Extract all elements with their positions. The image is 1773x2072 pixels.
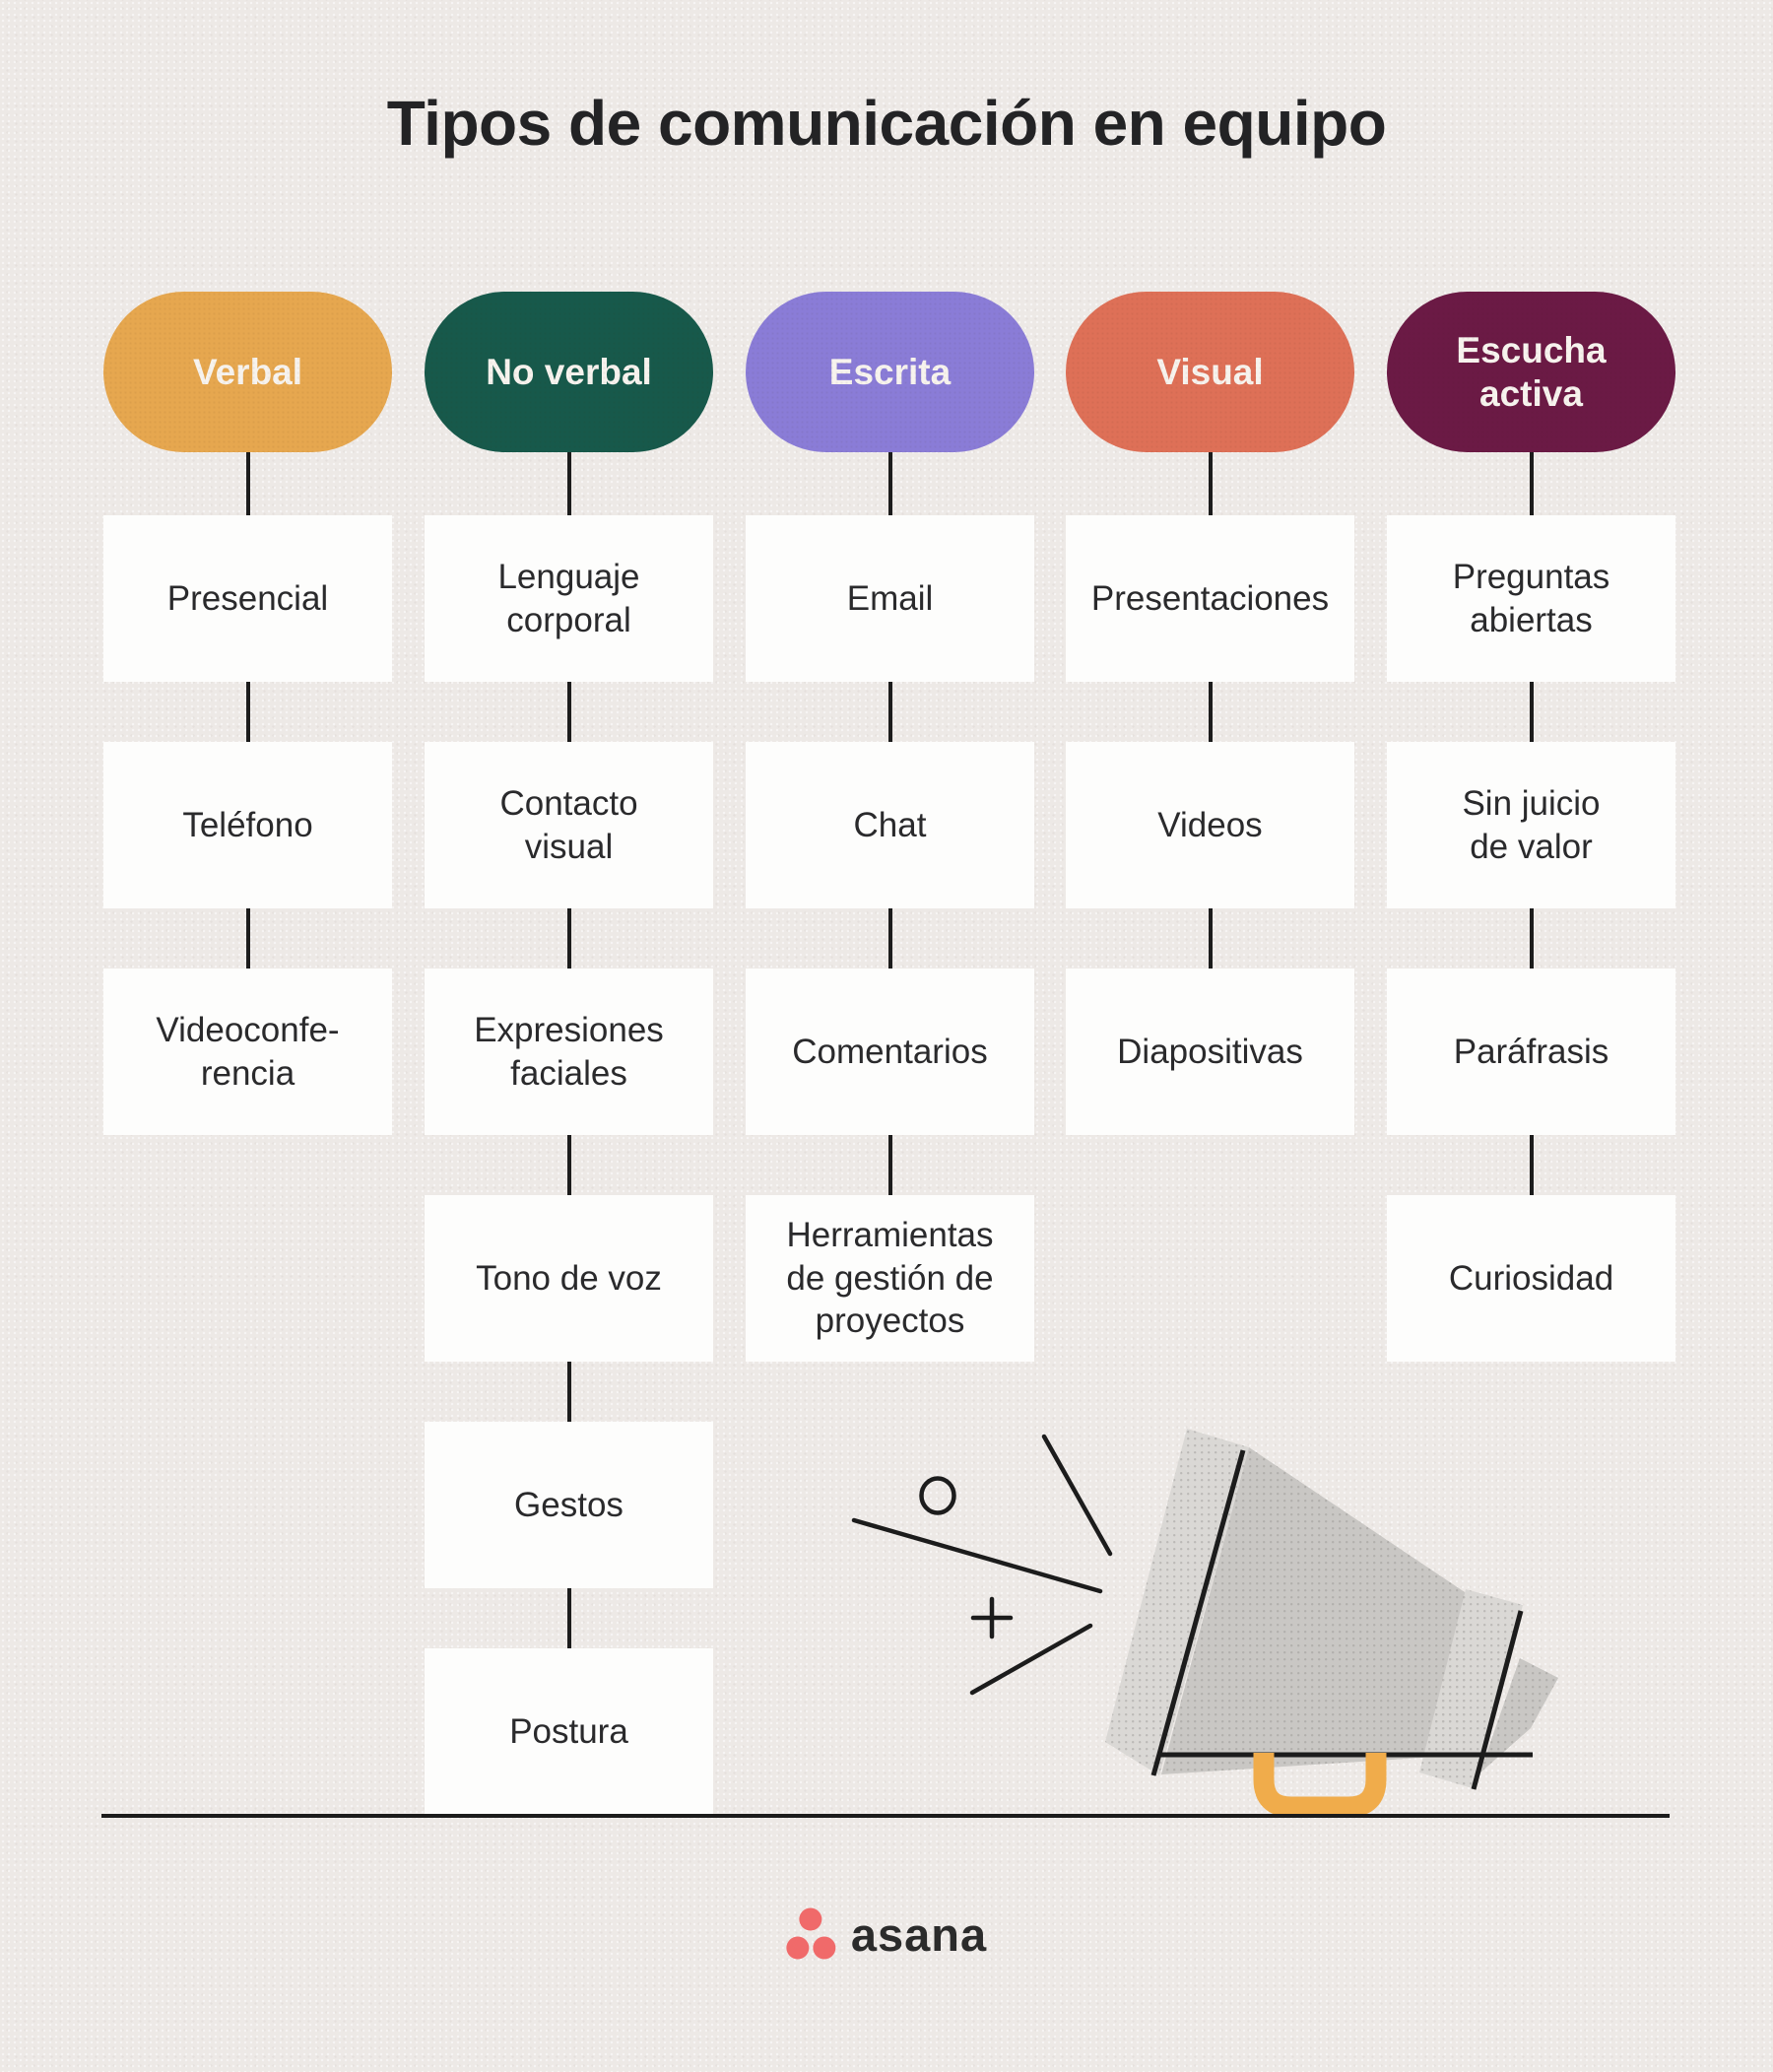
connector-line	[566, 452, 571, 515]
connector-line	[887, 908, 892, 969]
connector-line	[1208, 682, 1213, 742]
box-chat: Chat	[746, 742, 1034, 908]
connector-line	[887, 452, 892, 515]
category-pill-escrita: Escrita	[746, 292, 1034, 452]
connector-line	[566, 908, 571, 969]
box-sin-juicio-de-valor: Sin juicio de valor	[1387, 742, 1675, 908]
connector-line	[1208, 908, 1213, 969]
megaphone-handle	[1253, 1753, 1387, 1818]
connector-line	[245, 452, 250, 515]
connector-line	[245, 908, 250, 969]
connector-line	[1529, 1135, 1534, 1195]
asana-logo-icon	[786, 1907, 836, 1960]
connector-line	[566, 1588, 571, 1648]
category-pill-visual: Visual	[1066, 292, 1354, 452]
category-pill-label: Verbal	[192, 351, 303, 392]
box-curiosidad: Curiosidad	[1387, 1195, 1675, 1362]
baseline-rule	[101, 1814, 1670, 1818]
category-pill-label: Escrita	[828, 351, 952, 392]
category-pill-escucha-activa: Escucha activa	[1387, 292, 1675, 452]
connector-line	[887, 682, 892, 742]
box-postura: Postura	[425, 1648, 713, 1815]
connector-line	[1529, 682, 1534, 742]
box-gestos: Gestos	[425, 1422, 713, 1588]
box-diapositivas: Diapositivas	[1066, 969, 1354, 1135]
box-telefono: Teléfono	[103, 742, 392, 908]
category-pill-label: No verbal	[486, 351, 652, 392]
box-videos: Videos	[1066, 742, 1354, 908]
category-pill-label: Escucha activa	[1456, 329, 1607, 414]
category-pill-label: Visual	[1156, 351, 1264, 392]
asana-wordmark: asana	[850, 1907, 988, 1961]
connector-line	[887, 1135, 892, 1195]
connector-line	[566, 682, 571, 742]
box-comentarios: Comentarios	[746, 969, 1034, 1135]
category-pill-verbal: Verbal	[103, 292, 392, 452]
box-expresiones-faciales: Expresiones faciales	[425, 969, 713, 1135]
connector-line	[1208, 452, 1213, 515]
box-herramientas-de-gestion-de-proyectos: Herramientas de gestión de proyectos	[746, 1195, 1034, 1362]
connector-line	[1529, 452, 1534, 515]
connector-line	[566, 1135, 571, 1195]
connector-line	[1529, 908, 1534, 969]
box-presentaciones: Presentaciones	[1066, 515, 1354, 682]
page-title: Tipos de comunicación en equipo	[386, 88, 1387, 159]
box-email: Email	[746, 515, 1034, 682]
sound-plus-icon	[970, 1596, 1014, 1639]
box-preguntas-abiertas: Preguntas abiertas	[1387, 515, 1675, 682]
box-lenguaje-corporal: Lenguaje corporal	[425, 515, 713, 682]
sound-circle-icon	[919, 1476, 956, 1515]
connector-line	[566, 1362, 571, 1422]
box-parafrasis: Paráfrasis	[1387, 969, 1675, 1135]
box-contacto-visual: Contacto visual	[425, 742, 713, 908]
category-pill-no-verbal: No verbal	[425, 292, 713, 452]
asana-logo: asana	[786, 1905, 987, 1963]
sound-lines	[851, 1434, 1113, 1696]
megaphone-illustration	[851, 1429, 1558, 1818]
box-presencial: Presencial	[103, 515, 392, 682]
box-videoconfe-rencia: Videoconfe- rencia	[103, 969, 392, 1135]
megaphone-body	[1105, 1429, 1558, 1818]
connector-line	[245, 682, 250, 742]
box-tono-de-voz: Tono de voz	[425, 1195, 713, 1362]
